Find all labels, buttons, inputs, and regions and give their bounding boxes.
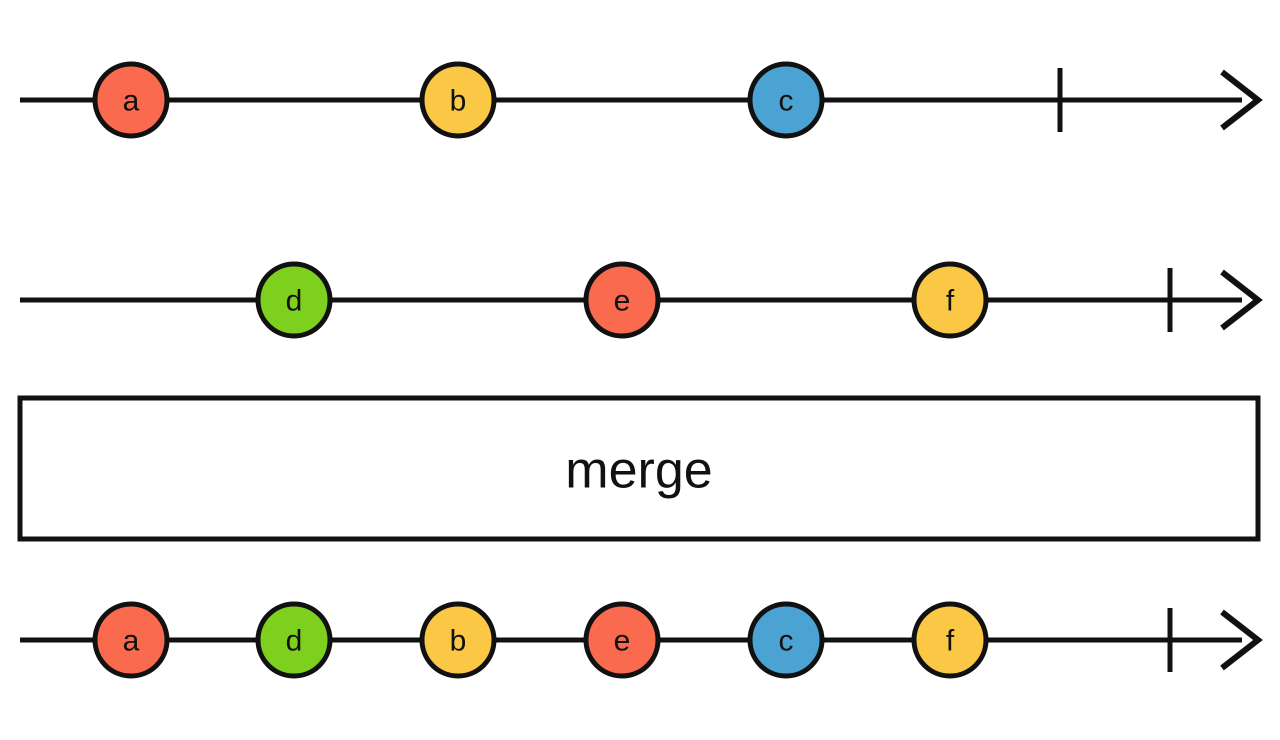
commit-node[interactable]: f [911, 261, 989, 339]
commit-node-circle[interactable] [911, 261, 989, 339]
commit-node-label: b [450, 625, 467, 658]
commit-node[interactable]: a [92, 601, 170, 679]
timeline-arrowhead [1220, 609, 1263, 671]
commit-node-label: e [614, 625, 631, 658]
commit-node-label: d [286, 285, 303, 318]
commit-node[interactable]: b [419, 61, 497, 139]
commit-node[interactable]: d [255, 601, 333, 679]
commit-node-label: a [123, 85, 140, 118]
commit-node-label: c [779, 85, 794, 118]
commit-node-circle[interactable] [583, 261, 661, 339]
commit-node-circle[interactable] [419, 601, 497, 679]
commit-node[interactable]: e [583, 261, 661, 339]
commit-node-label: f [946, 625, 955, 658]
timeline-branch-one: a b c [20, 61, 1263, 139]
commit-node-circle[interactable] [255, 261, 333, 339]
commit-node-label: f [946, 285, 955, 318]
timeline-rows-layer: a b c d e f a d b e c f [20, 61, 1263, 679]
commit-node-label: a [123, 625, 140, 658]
commit-node-circle[interactable] [92, 61, 170, 139]
commit-node-circle[interactable] [419, 61, 497, 139]
commit-node-label: d [286, 625, 303, 658]
commit-node-label: e [614, 285, 631, 318]
commit-node[interactable]: c [747, 61, 825, 139]
commit-node[interactable]: b [419, 601, 497, 679]
commit-node-label: b [450, 85, 467, 118]
commit-node-circle[interactable] [747, 61, 825, 139]
commit-node[interactable]: d [255, 261, 333, 339]
merge-box-label: merge [565, 442, 712, 500]
timeline-arrowhead [1220, 269, 1263, 331]
commit-node-circle[interactable] [747, 601, 825, 679]
commit-node-circle[interactable] [92, 601, 170, 679]
commit-node[interactable]: c [747, 601, 825, 679]
commit-node-label: c [779, 625, 794, 658]
commit-node-circle[interactable] [255, 601, 333, 679]
commit-node[interactable]: a [92, 61, 170, 139]
timeline-branch-two: d e f [20, 261, 1263, 339]
timeline-arrowhead [1220, 69, 1263, 131]
merge-box-layer: merge [17, 395, 1261, 542]
commit-node-circle[interactable] [911, 601, 989, 679]
merge-box[interactable] [17, 395, 1261, 542]
commit-node[interactable]: e [583, 601, 661, 679]
commit-node[interactable]: f [911, 601, 989, 679]
commit-node-circle[interactable] [583, 601, 661, 679]
